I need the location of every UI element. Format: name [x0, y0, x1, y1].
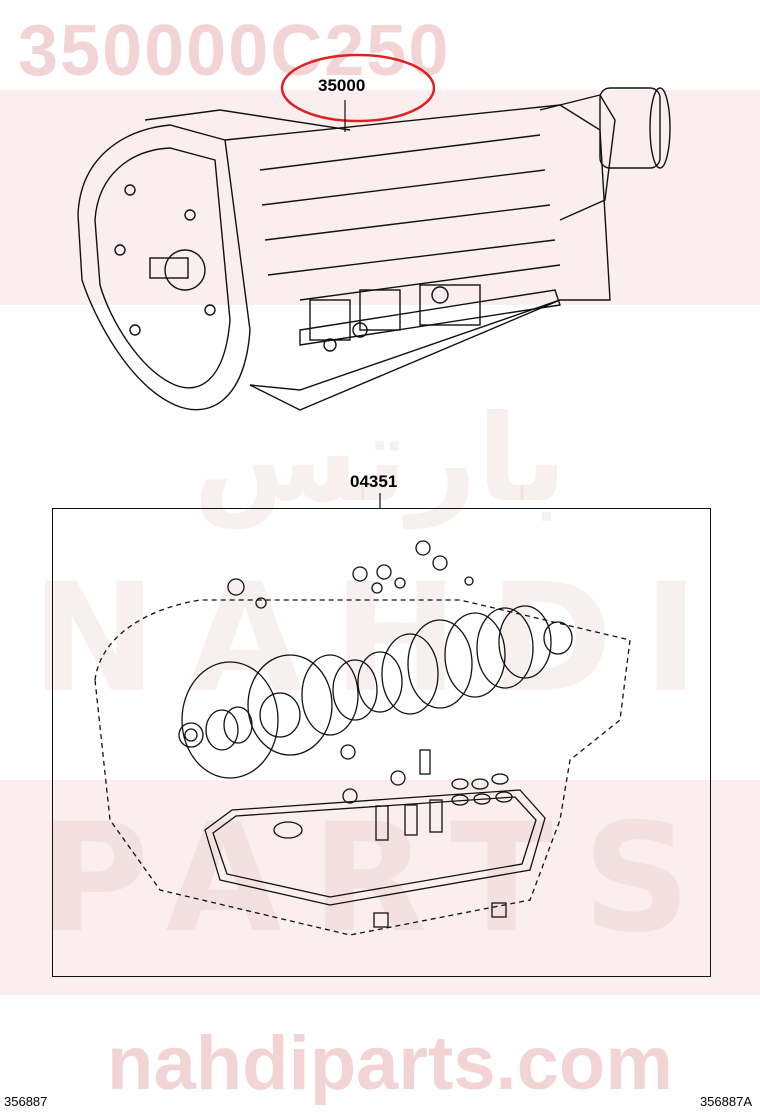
watermark-band-bottom	[0, 780, 760, 995]
callout-overhaul-kit[interactable]: 04351	[350, 472, 398, 491]
footer-right-code: 356887A	[699, 1094, 752, 1109]
overhaul-kit-frame	[52, 508, 711, 977]
watermark-band-top	[0, 90, 760, 305]
footer-left-code: 356887	[4, 1094, 48, 1109]
part-code-watermark: 350000C250	[18, 11, 451, 91]
site-url-watermark: nahdiparts.com	[107, 1021, 673, 1106]
brand-watermark-parts: PARTS	[39, 792, 720, 966]
brand-watermark-nahdi: NAHDI	[31, 552, 729, 726]
callout-transmission[interactable]: 35000	[318, 76, 366, 95]
